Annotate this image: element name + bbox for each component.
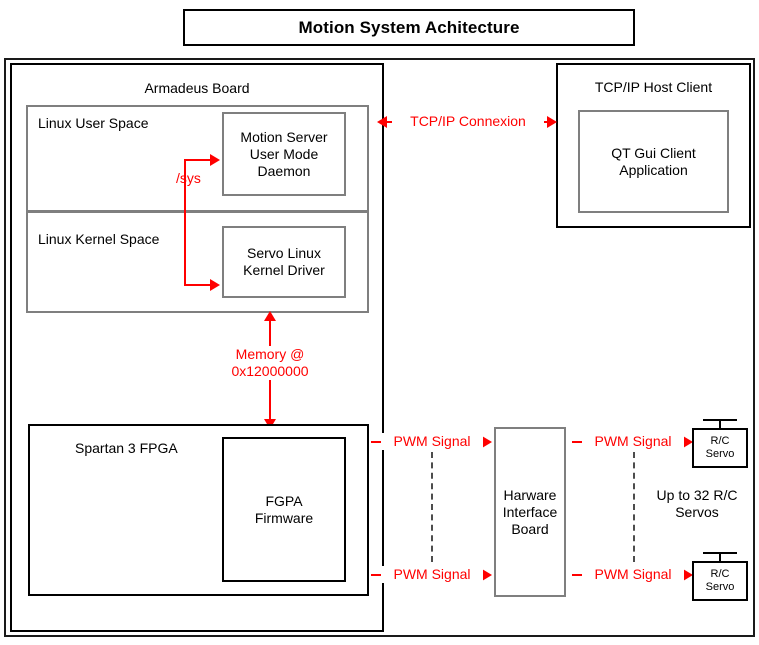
pwm-left-top-label: PWM Signal <box>381 433 483 450</box>
pwm-left-bottom-label: PWM Signal <box>381 566 483 583</box>
pwm-left-ellipsis-dashes <box>431 452 433 562</box>
memory-link-label: Memory @ 0x12000000 <box>200 346 340 380</box>
rc-servo-bottom-box: R/C Servo <box>692 561 748 601</box>
pwm-right-bottom-arrow-icon <box>683 569 693 581</box>
armadeus-board-label: Armadeus Board <box>144 80 250 96</box>
tcpip-host-client-label: TCP/IP Host Client <box>594 79 713 95</box>
motion-server-daemon-box: Motion Server User Mode Daemon <box>222 112 346 196</box>
linux-kernel-space-label: Linux Kernel Space <box>38 231 160 247</box>
pwm-right-top-label: PWM Signal <box>582 433 684 450</box>
tcpip-connexion-label: TCP/IP Connexion <box>392 113 544 130</box>
tcpip-connexion-right-arrow-icon <box>547 116 557 128</box>
pwm-left-bottom-arrow-icon <box>482 569 492 581</box>
sys-link-to-daemon <box>184 159 212 161</box>
rc-servo-top-box: R/C Servo <box>692 428 748 468</box>
servo-count-note: Up to 32 R/C Servos <box>656 487 738 520</box>
tcpip-connexion-left-arrow-icon <box>377 116 387 128</box>
linux-user-space-label: Linux User Space <box>38 115 149 131</box>
pwm-right-bottom-label: PWM Signal <box>582 566 684 583</box>
spartan-fpga-label: Spartan 3 FPGA <box>75 440 178 456</box>
qt-gui-client-app-box: QT Gui Client Application <box>578 110 729 213</box>
pwm-left-top-arrow-icon <box>482 436 492 448</box>
sys-link-to-driver <box>184 284 212 286</box>
page-title: Motion System Achitecture <box>298 17 520 37</box>
sys-link-label: /sys <box>176 170 201 186</box>
pwm-right-top-arrow-icon <box>683 436 693 448</box>
servo-kernel-driver-box: Servo Linux Kernel Driver <box>222 226 346 298</box>
sys-link-vertical <box>184 160 186 286</box>
sys-link-daemon-arrow-icon <box>210 154 220 166</box>
hardware-interface-board-box: Harware Interface Board <box>494 427 566 597</box>
memory-link-up-arrow-icon <box>264 311 276 321</box>
sys-link-driver-arrow-icon <box>210 279 220 291</box>
fpga-firmware-box: FGPA Firmware <box>222 437 346 582</box>
servo-horn-stem-bottom-icon <box>719 552 721 563</box>
diagram-title-box: Motion System Achitecture <box>183 9 635 46</box>
pwm-right-ellipsis-dashes <box>633 452 635 562</box>
servo-horn-stem-top-icon <box>719 419 721 430</box>
